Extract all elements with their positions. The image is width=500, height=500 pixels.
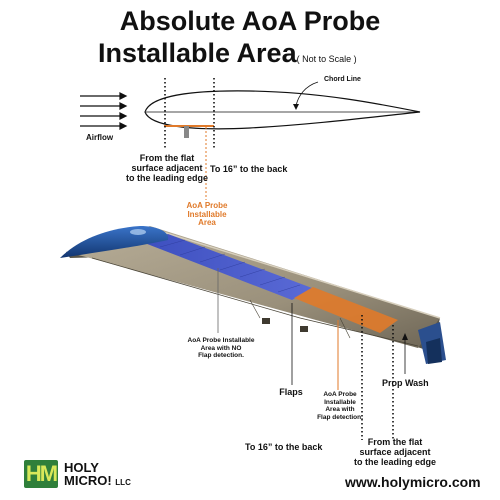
chord-pointer-head bbox=[293, 104, 299, 110]
orange-probe-area bbox=[294, 287, 398, 333]
airfoil-front-label: From the flat surface adjacent to the le… bbox=[125, 153, 208, 183]
chord-line-label: Chord Line bbox=[324, 76, 361, 83]
page-subtitle: Installable Area( Not to Scale ) bbox=[98, 38, 357, 68]
wing-back-label: To 16” to the back bbox=[245, 442, 323, 452]
probe-mount bbox=[184, 126, 189, 138]
solar-panel-strip bbox=[142, 234, 312, 300]
airfoil-outline bbox=[144, 90, 421, 130]
airfoil-probe-label: AoA Probe Installable Area bbox=[186, 201, 228, 227]
website-link[interactable]: www.holymicro.com bbox=[345, 474, 481, 490]
brand-name: HOLY MICRO! LLC bbox=[64, 460, 131, 488]
prop-wash-arrowhead bbox=[402, 333, 408, 340]
flap-area-label: AoA Probe Installable Area with Flap det… bbox=[317, 391, 363, 421]
scale-note: ( Not to Scale ) bbox=[296, 54, 357, 64]
wing-front-label: From the flat surface adjacent to the le… bbox=[353, 437, 436, 467]
flaps-label: Flaps bbox=[279, 387, 303, 397]
page-title: Absolute AoA Probe bbox=[119, 6, 381, 36]
prop-wash-label: Prop Wash bbox=[382, 378, 429, 388]
chord-pointer bbox=[295, 81, 319, 107]
brand-logo-mark: HM bbox=[24, 460, 58, 488]
airfoil-back-label: To 16” to the back bbox=[210, 164, 288, 174]
airflow-arrows bbox=[80, 92, 128, 130]
airflow-label: Airflow bbox=[86, 133, 114, 142]
no-flap-area-label: AoA Probe Installable Area with NO Flap … bbox=[187, 337, 255, 359]
wing-illustration bbox=[60, 226, 446, 364]
